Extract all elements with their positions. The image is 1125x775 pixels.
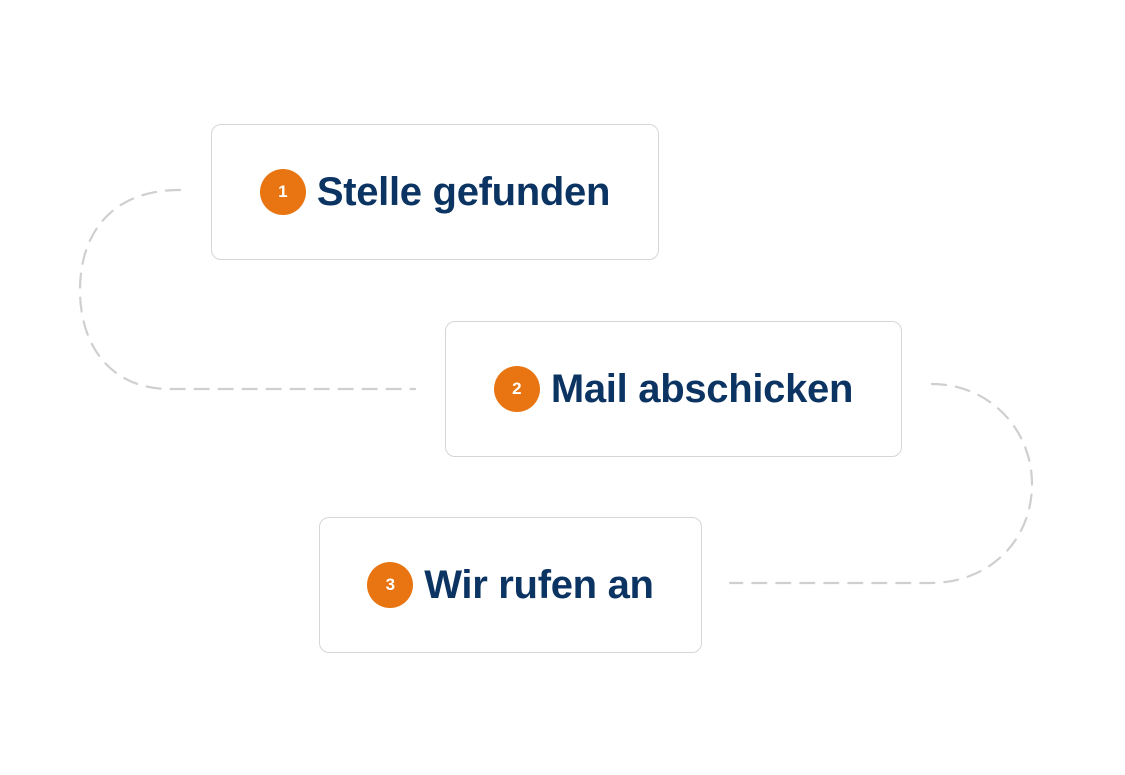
step-card-3: 3 Wir rufen an — [319, 517, 702, 653]
step-number-badge: 3 — [367, 562, 414, 608]
step-label: Mail abschicken — [550, 366, 854, 411]
step-label: Stelle gefunden — [316, 169, 611, 214]
step-label: Wir rufen an — [424, 562, 654, 607]
step-card-2: 2 Mail abschicken — [445, 321, 902, 457]
step-number-badge: 1 — [259, 169, 306, 215]
step-card-1: 1 Stelle gefunden — [211, 124, 659, 260]
step-number-badge: 2 — [493, 366, 540, 412]
